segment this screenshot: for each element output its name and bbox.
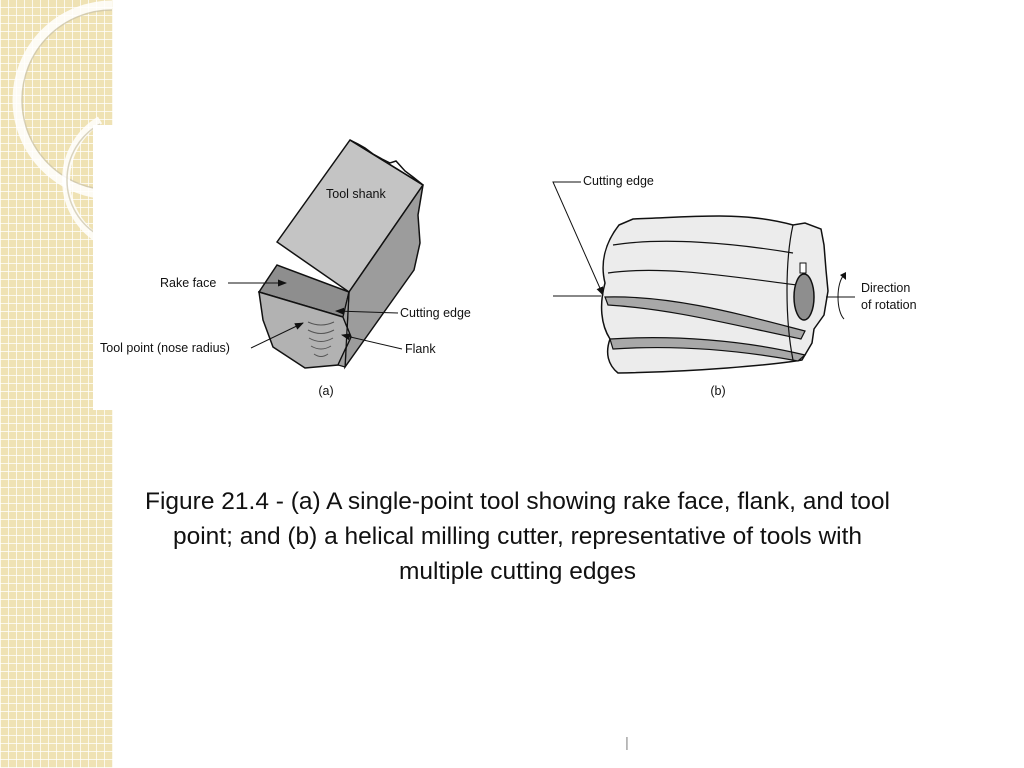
cutter-bore	[793, 273, 815, 321]
label-direction-line1: Direction	[861, 281, 910, 295]
cutter-face-edge	[786, 224, 794, 361]
helical-flute-lower	[609, 337, 807, 362]
slide-number: |	[625, 734, 629, 750]
label-cutting-edge-a: Cutting edge	[400, 306, 471, 320]
helix-line-upper	[612, 240, 794, 254]
label-tool-point: Tool point (nose radius)	[100, 341, 230, 355]
cutter-body	[600, 215, 829, 374]
single-point-tool-drawing	[257, 138, 425, 370]
caption-line-1: Figure 21.4 - (a) A single-point tool sh…	[145, 488, 890, 515]
figure-illustration: Tool shank Rake face Cutting edge Tool p…	[100, 138, 917, 398]
figure-caption: Figure 21.4 - (a) A single-point tool sh…	[70, 484, 965, 589]
caption-a: (a)	[318, 384, 333, 398]
caption-line-2: point; and (b) a helical milling cutter,…	[172, 523, 863, 550]
label-cutting-edge-b: Cutting edge	[583, 174, 654, 188]
label-flank: Flank	[405, 342, 436, 356]
helical-milling-cutter-drawing	[600, 215, 829, 374]
keyway	[799, 262, 807, 274]
label-direction-line2: of rotation	[861, 298, 917, 312]
rotation-arrow-head-icon	[840, 272, 846, 280]
caption-line-3: multiple cutting edges	[399, 558, 636, 585]
caption-b: (b)	[710, 384, 725, 398]
decorative-rings	[12, 0, 113, 244]
arrow-cutting-edge-b	[552, 181, 604, 296]
figure-panel: Tool shank Rake face Cutting edge Tool p…	[93, 125, 970, 410]
arrow-tool-point	[250, 322, 304, 349]
arrow-flank	[341, 333, 403, 350]
arrow-cutting-edge-a	[335, 307, 399, 315]
label-rake-face: Rake face	[160, 276, 216, 290]
label-tool-shank: Tool shank	[326, 187, 387, 201]
nose-radius-shading	[307, 321, 335, 357]
helix-line-middle	[607, 269, 798, 286]
helical-flute-middle	[604, 296, 806, 340]
shank-broken-end	[349, 139, 424, 186]
